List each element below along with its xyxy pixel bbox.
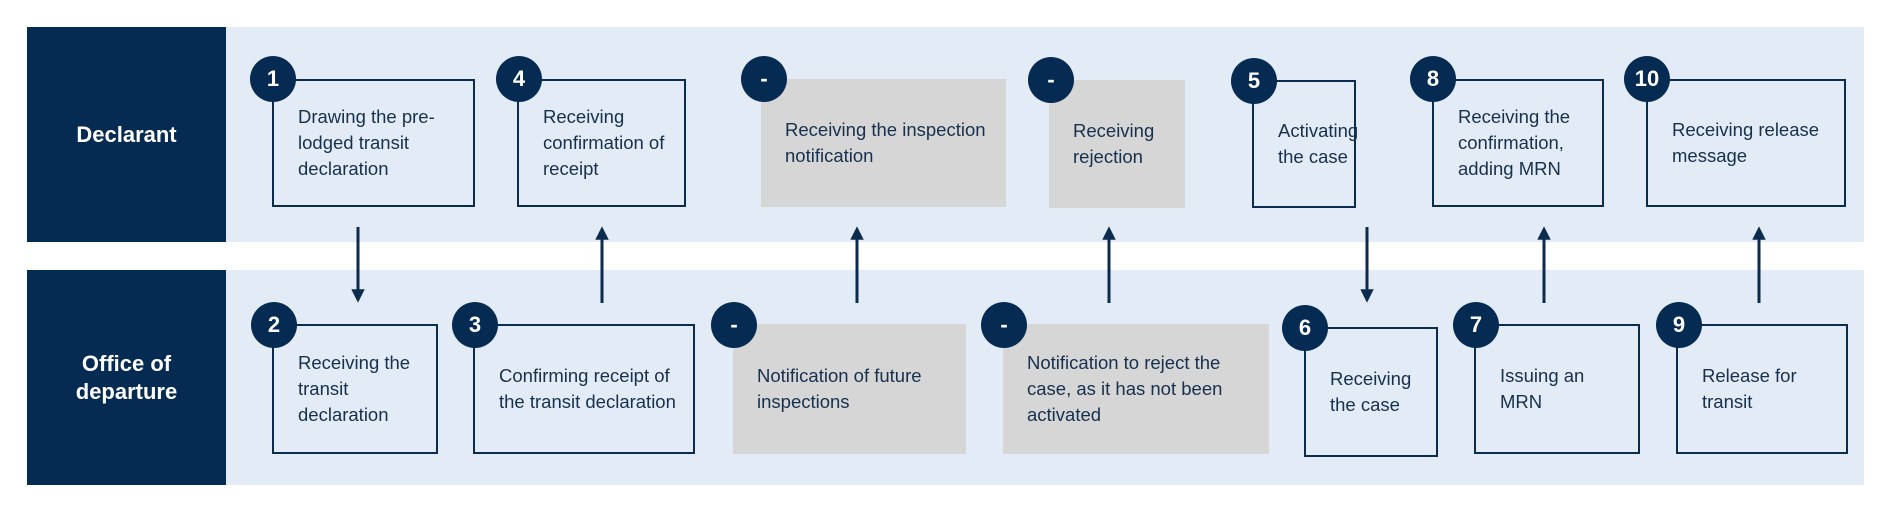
step-7-text: Issuing an MRN bbox=[1500, 365, 1585, 412]
step-1-text: Drawing the pre-lodged transit declarati… bbox=[298, 106, 435, 179]
step-3-box: Confirming receipt of the transit declar… bbox=[473, 324, 695, 454]
future-inspections-notification-box: Notification of future inspections bbox=[733, 324, 966, 454]
inspection-receipt-badge: - bbox=[741, 56, 787, 102]
step-9-box: Release for transit bbox=[1676, 324, 1848, 454]
lane-label-office: Office of departure bbox=[27, 270, 226, 485]
step-8-badge: 8 bbox=[1410, 56, 1456, 102]
step-9-text: Release for transit bbox=[1702, 365, 1797, 412]
step-2-box: Receiving the transit declaration bbox=[272, 324, 438, 454]
step-1-badge: 1 bbox=[250, 56, 296, 102]
reject-case-notification-box: Notification to reject the case, as it h… bbox=[1003, 324, 1269, 454]
step-8-text: Receiving the confirmation, adding MRN bbox=[1458, 106, 1571, 179]
step-3-text: Confirming receipt of the transit declar… bbox=[499, 365, 676, 412]
step-4-box: Receiving confirmation of receipt bbox=[517, 79, 686, 207]
step-7-badge: 7 bbox=[1453, 302, 1499, 348]
inspection-notification-receipt-text: Receiving the inspection notification bbox=[785, 119, 986, 166]
step-6-badge: 6 bbox=[1282, 305, 1328, 351]
step-5-text: Activating the case bbox=[1278, 120, 1359, 167]
step-6-box: Receiving the case bbox=[1304, 327, 1438, 457]
step-10-badge: 10 bbox=[1624, 56, 1670, 102]
step-4-text: Receiving confirmation of receipt bbox=[543, 106, 665, 179]
lane-label-declarant: Declarant bbox=[27, 27, 226, 242]
rejection-receipt-text: Receiving rejection bbox=[1073, 120, 1155, 167]
step-4-badge: 4 bbox=[496, 56, 542, 102]
future-inspections-notification-text: Notification of future inspections bbox=[757, 365, 922, 412]
step-2-badge: 2 bbox=[251, 302, 297, 348]
reject-case-notification-text: Notification to reject the case, as it h… bbox=[1027, 352, 1223, 425]
lane-label-declarant-text: Declarant bbox=[76, 121, 177, 147]
step-8-box: Receiving the confirmation, adding MRN bbox=[1432, 79, 1604, 207]
step-5-box: Activating the case bbox=[1252, 80, 1359, 208]
rejection-receipt-badge: - bbox=[1028, 57, 1074, 103]
reject-case-badge: - bbox=[981, 302, 1027, 348]
inspection-notification-receipt-box: Receiving the inspection notification bbox=[761, 79, 1006, 207]
step-9-badge: 9 bbox=[1656, 302, 1702, 348]
step-7-box: Issuing an MRN bbox=[1474, 324, 1640, 454]
step-2-text: Receiving the transit declaration bbox=[298, 352, 411, 425]
rejection-receipt-box: Receiving rejection bbox=[1049, 80, 1185, 208]
step-10-text: Receiving release message bbox=[1672, 119, 1820, 166]
step-1-box: Drawing the pre-lodged transit declarati… bbox=[272, 79, 475, 207]
step-6-text: Receiving the case bbox=[1330, 368, 1412, 415]
step-10-box: Receiving release message bbox=[1646, 79, 1846, 207]
step-3-badge: 3 bbox=[452, 302, 498, 348]
step-5-badge: 5 bbox=[1231, 58, 1277, 104]
future-inspections-badge: - bbox=[711, 302, 757, 348]
lane-label-office-text: Office of departure bbox=[75, 351, 178, 404]
